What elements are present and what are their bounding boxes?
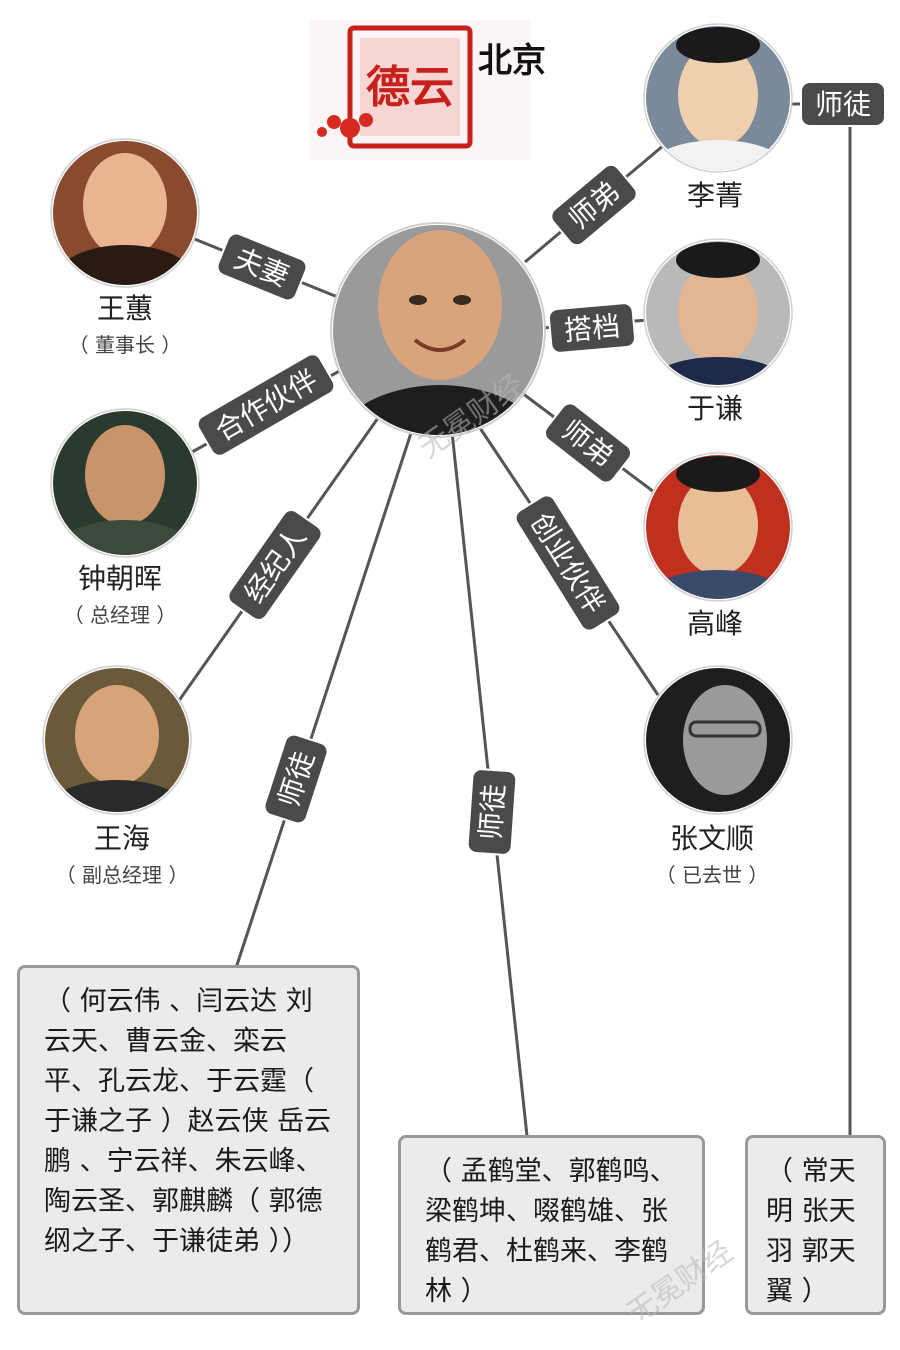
person-role: （ 董事长 ） <box>69 333 182 357</box>
node-wanghui: 王蕙 （ 董事长 ） <box>50 138 200 357</box>
node-zhangwenshun: 张文顺 （ 已去世 ） <box>643 665 793 887</box>
person-role: （ 副总经理 ） <box>56 863 189 887</box>
seal-text: 德云 <box>366 62 454 113</box>
relation-tag-jingji: 经纪人 <box>227 509 323 621</box>
node-yuqian: 于谦 <box>643 238 793 425</box>
flower-ornament-icon <box>317 113 373 138</box>
person-name: 高峰 <box>687 607 743 640</box>
watermark-text: 无冕财经 <box>621 1234 739 1320</box>
apprentice-group-tian: （ 常天明 张天羽 郭天翼 ） <box>745 1135 886 1315</box>
relation-tag-shidi-gaofeng: 师弟 <box>543 402 633 484</box>
relation-tag-shitu-he: 师徒 <box>466 768 518 856</box>
person-name: 于谦 <box>687 392 743 425</box>
logo: 德云 北京 <box>310 20 546 160</box>
apprentice-group-he: （ 孟鹤堂、郭鹤鸣、梁鹤坤、啜鹤雄、张鹤君、杜鹤来、李鹤林 ） <box>398 1135 705 1315</box>
group-members-text: （ 孟鹤堂、郭鹤鸣、梁鹤坤、啜鹤雄、张鹤君、杜鹤来、李鹤林 ） <box>425 1156 677 1307</box>
node-gaofeng: 高峰 <box>643 452 793 640</box>
seal-stamp <box>347 25 473 149</box>
watermark-bottom: 无冕财经 <box>621 1234 739 1320</box>
person-role: （ 已去世 ） <box>656 863 769 887</box>
svg-text:师徒: 师徒 <box>474 783 511 841</box>
node-zhongzhaohui: 钟朝晖 （ 总经理 ） <box>50 408 200 627</box>
person-name: 王海 <box>94 822 150 855</box>
edge-group-yun <box>234 429 414 969</box>
relation-tag-shitu-tian: 师徒 <box>800 81 886 127</box>
center-node: 无冕财经 <box>330 222 546 466</box>
svg-text:搭档: 搭档 <box>563 310 622 348</box>
relation-tag-shidi-lijing: 师弟 <box>550 163 638 247</box>
group-members-text: （ 何云伟 、闫云达 刘云天、曹云金、栾云平、孔云龙、于云霆（ 于谦之子 ）赵云… <box>44 986 332 1257</box>
relation-tag-hezuo: 合作伙伴 <box>196 353 336 457</box>
relation-tag-shitu-yun: 师徒 <box>263 733 329 825</box>
relation-tag-dadang: 搭档 <box>547 302 637 354</box>
svg-text:师徒: 师徒 <box>815 88 871 121</box>
person-name: 李菁 <box>687 179 743 212</box>
relation-tag-chuangye: 创业伙伴 <box>514 494 622 632</box>
person-name: 王蕙 <box>97 292 153 325</box>
group-members-text: （ 常天明 张天羽 郭天翼 ） <box>766 1156 856 1307</box>
person-name: 钟朝晖 <box>78 562 162 595</box>
relation-tag-fuqi: 夫妻 <box>216 232 308 302</box>
city-text: 北京 <box>478 41 546 81</box>
person-name: 张文顺 <box>670 822 754 855</box>
node-wanghai: 王海 （ 副总经理 ） <box>42 665 192 887</box>
node-lijing: 李菁 <box>643 23 793 212</box>
person-role: （ 总经理 ） <box>64 603 177 627</box>
apprentice-group-yun: （ 何云伟 、闫云达 刘云天、曹云金、栾云平、孔云龙、于云霆（ 于谦之子 ）赵云… <box>17 965 360 1315</box>
